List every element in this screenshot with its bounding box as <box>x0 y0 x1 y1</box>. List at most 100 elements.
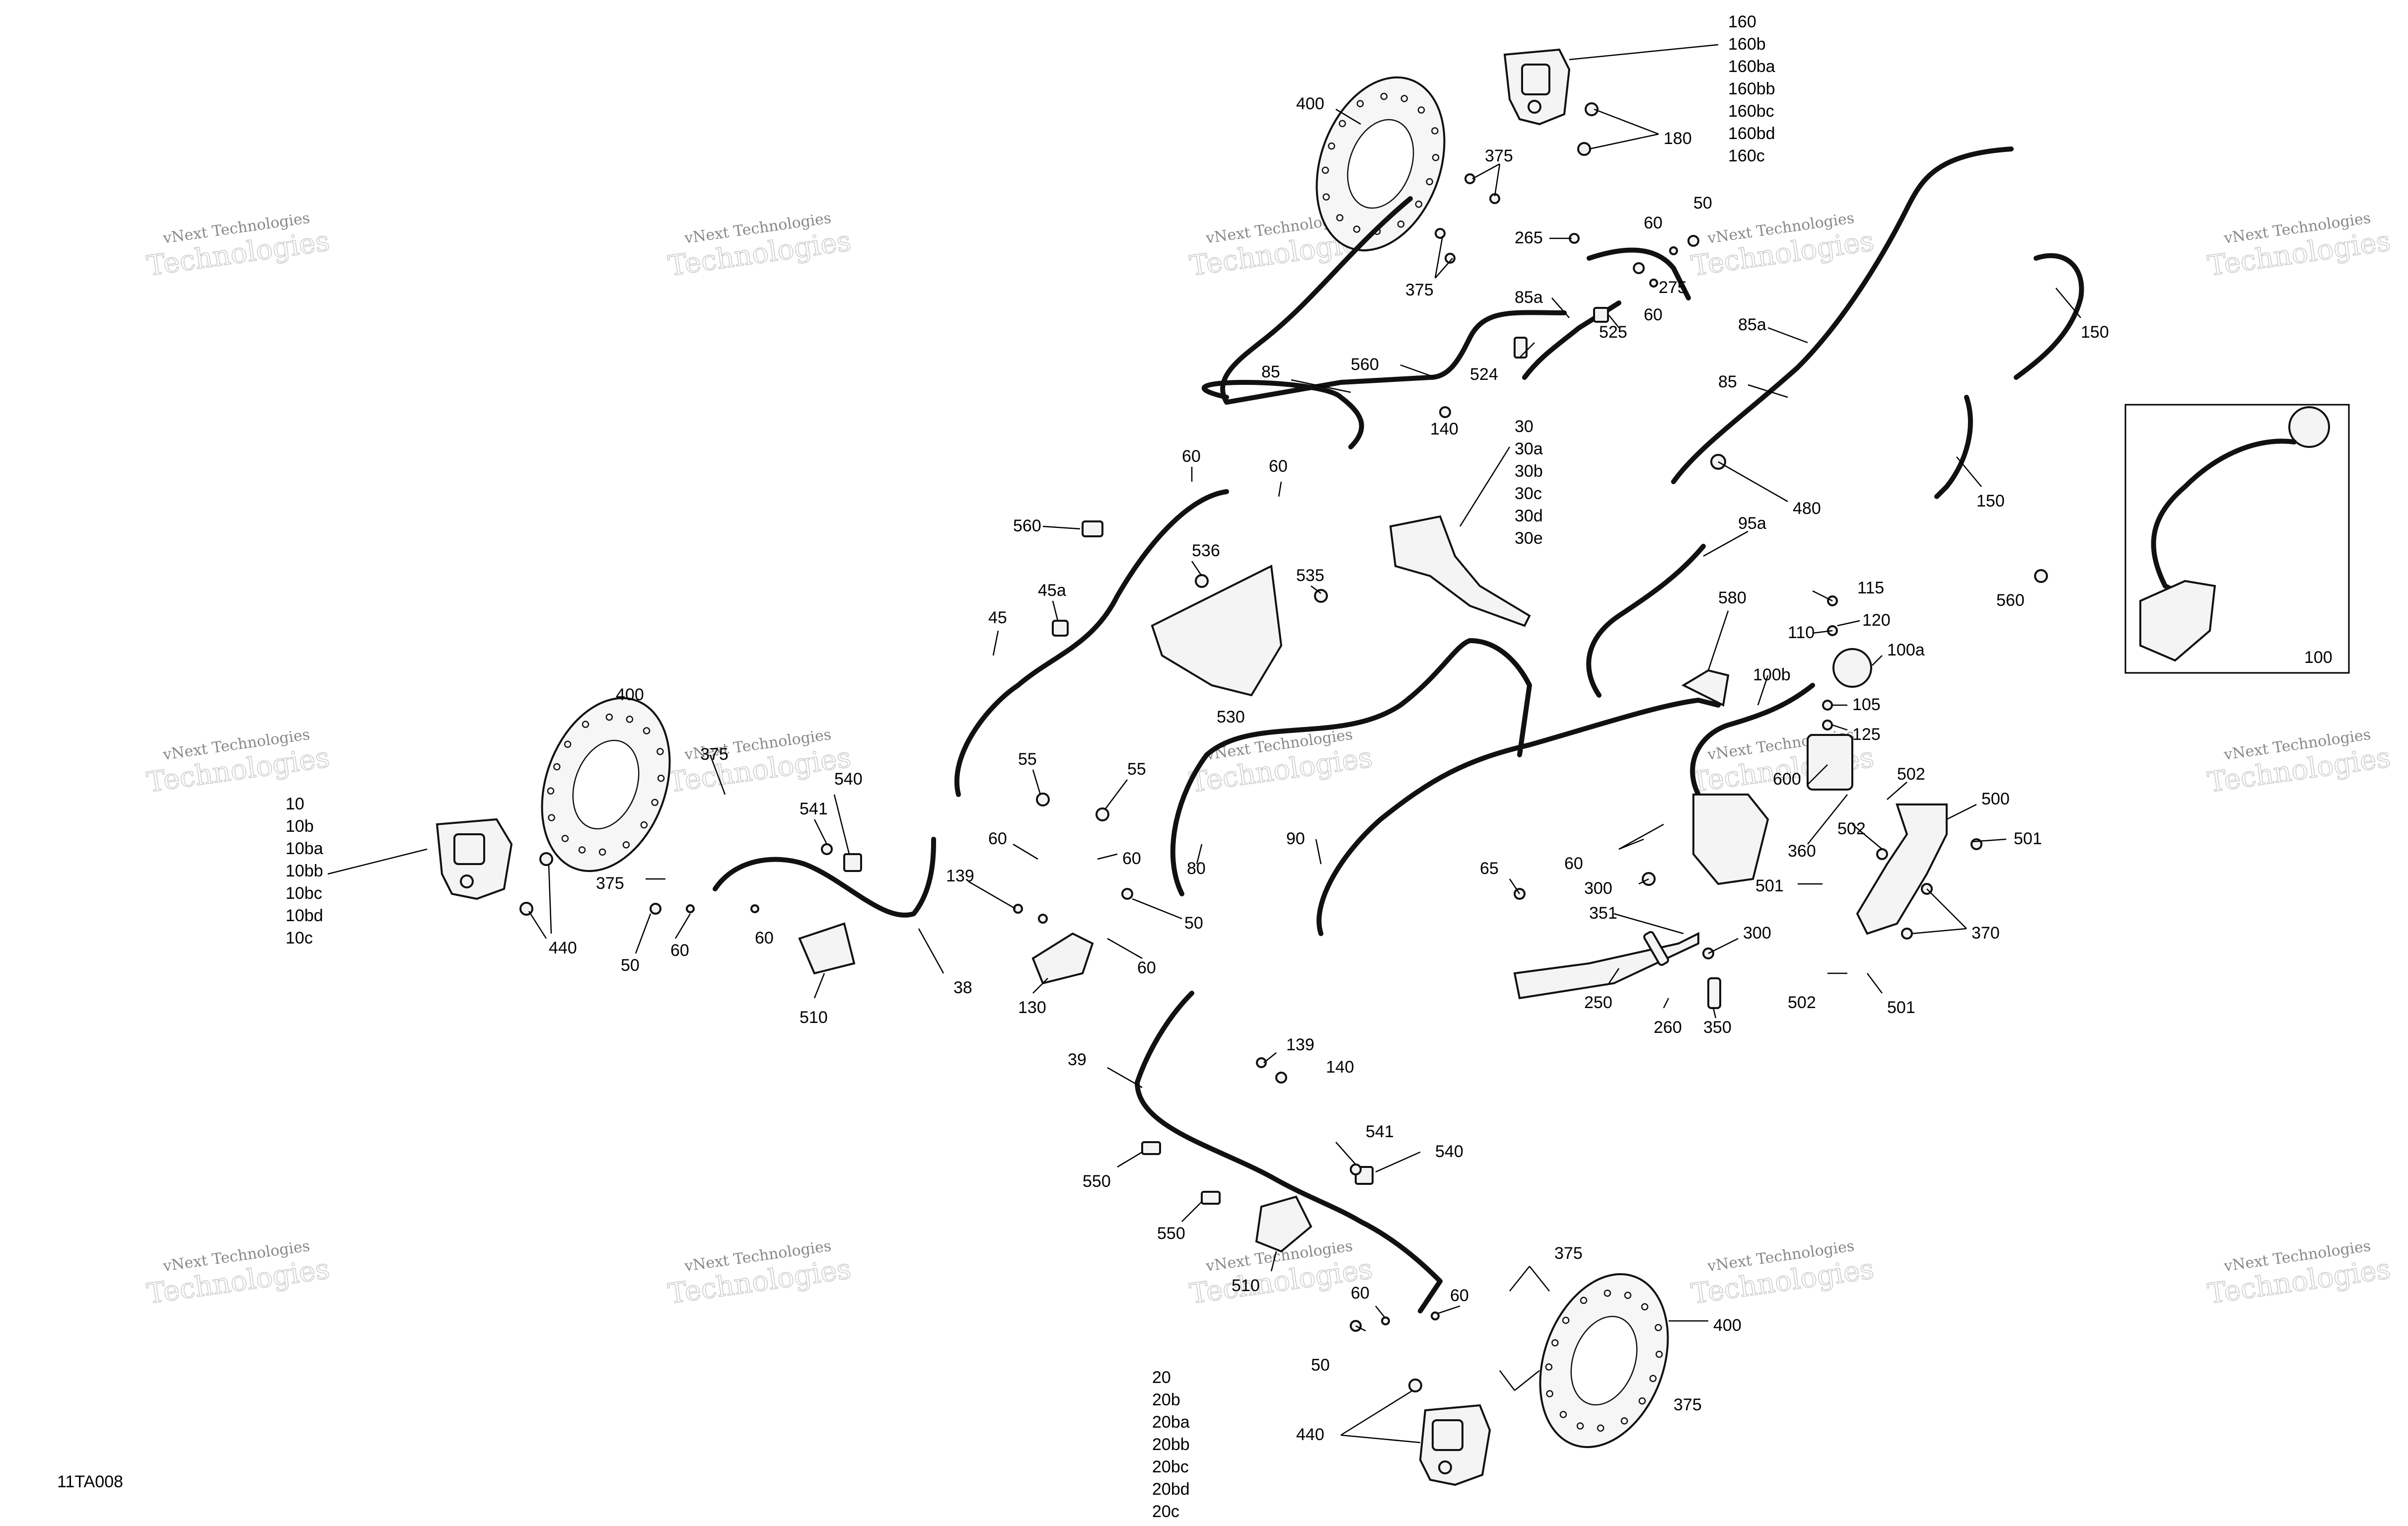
callout-label: 140 <box>1326 1058 1354 1077</box>
washer-60i <box>686 904 695 913</box>
callout-label: 160bc <box>1728 102 1774 121</box>
callout-label: 20b <box>1152 1390 1180 1409</box>
master-cylinder-rear <box>1692 794 1769 885</box>
caliper-front-left[interactable] <box>436 818 513 900</box>
callout-label: 60 <box>988 829 1007 848</box>
callout-label: 375 <box>700 745 729 764</box>
callout-label: 160b <box>1728 35 1766 54</box>
caliper-front-right[interactable] <box>1503 48 1571 126</box>
callout-label: 160bb <box>1728 79 1775 98</box>
clip-550 <box>1141 1141 1161 1155</box>
bolt-139 <box>1013 904 1023 914</box>
callout-label: 85a <box>1515 288 1543 307</box>
bolt-275 <box>1633 262 1645 274</box>
callout-label: 510 <box>1232 1276 1260 1295</box>
callout-label: 260 <box>1654 1018 1682 1037</box>
callout-label: 300 <box>1743 924 1771 943</box>
callout-label: 100a <box>1887 641 1925 659</box>
callout-label: 140 <box>1430 420 1459 438</box>
bolt-55b <box>1095 807 1109 821</box>
fitting-50 <box>1687 235 1699 247</box>
callout-label: 80 <box>1187 859 1206 878</box>
callout-label: 20ba <box>1152 1413 1190 1432</box>
callout-label: 560 <box>1351 355 1379 374</box>
callout-label: 110 <box>1788 623 1815 642</box>
callout-label: 375 <box>1405 281 1434 299</box>
washer-60l <box>1431 1311 1440 1320</box>
leaders <box>327 44 2081 1444</box>
part-labels: 160 160b 160ba 160bb 160bc 160bd 160c 40… <box>57 12 2333 1521</box>
hose-100b <box>1690 683 1815 797</box>
hose-85-right <box>1671 146 2014 484</box>
callout-label: 125 <box>1852 725 1881 744</box>
callout-label: 60 <box>1644 305 1663 324</box>
callout-label: 275 <box>1659 278 1687 297</box>
bolt-180b <box>1577 142 1591 156</box>
clip-560 <box>2034 569 2048 583</box>
bolt-139c <box>1038 914 1048 924</box>
bolt-502 <box>1876 848 1888 860</box>
bolt-180 <box>1585 102 1599 116</box>
pin-350 <box>1707 977 1721 1009</box>
clip-45a <box>1052 620 1069 637</box>
callout-label: 351 <box>1589 904 1617 923</box>
hose-39 <box>1135 991 1443 1313</box>
bolt-55 <box>1036 793 1050 806</box>
callout-label: 60 <box>1137 958 1156 977</box>
bolt-440a <box>539 852 553 866</box>
brake-disc-rear[interactable] <box>1518 1256 1691 1465</box>
callout-label: 45 <box>988 608 1007 627</box>
callout-label: 180 <box>1664 129 1692 148</box>
clip-541 <box>821 843 833 855</box>
brake-disc-front-right[interactable] <box>1294 60 1467 268</box>
callout-label: 30b <box>1515 462 1543 481</box>
callout-label: 160ba <box>1728 57 1775 76</box>
bolt-440 <box>1408 1379 1422 1392</box>
callout-label: 10bc <box>286 884 322 903</box>
callout-label: 550 <box>1083 1172 1111 1191</box>
callout-label: 60 <box>1351 1284 1370 1303</box>
callout-label: 100b <box>1753 665 1791 684</box>
master-cylinder-30 <box>1389 515 1531 627</box>
spring-260 <box>1643 931 1669 966</box>
clamp-105 <box>1822 700 1833 711</box>
hose-85-upper <box>1220 196 1413 405</box>
hose-80 <box>1170 638 1532 896</box>
clip-560c <box>1082 520 1103 537</box>
small-parts <box>519 102 2048 1392</box>
callout-label: 30a <box>1515 439 1543 458</box>
callout-label: 375 <box>596 874 624 893</box>
callout-label: 536 <box>1192 541 1220 560</box>
washer-60k <box>1381 1316 1390 1325</box>
sensor-150-lower <box>1934 395 1973 499</box>
hose-95a <box>1586 544 1706 698</box>
callout-label: 30e <box>1515 529 1543 548</box>
washer-60j <box>750 904 759 913</box>
sensor-150-upper <box>2014 253 2084 380</box>
callout-label: 85a <box>1738 315 1766 334</box>
callout-label: 150 <box>1976 492 2005 510</box>
callout-label: 524 <box>1470 365 1498 384</box>
callout-label: 60 <box>670 941 689 960</box>
callout-label: 500 <box>1981 790 2010 808</box>
callout-label: 95a <box>1738 514 1766 533</box>
hose-38 <box>713 837 936 918</box>
callout-label: 85 <box>1718 372 1737 391</box>
callout-label: 100 <box>2304 648 2333 667</box>
callout-label: 90 <box>1286 829 1305 848</box>
callout-label: 250 <box>1584 993 1612 1012</box>
callout-label: 502 <box>1897 765 1925 784</box>
callout-label: 60 <box>1644 214 1663 232</box>
callout-label: 139 <box>946 867 974 885</box>
brake-lines <box>713 146 2084 1313</box>
callout-label: 10ba <box>286 839 323 858</box>
pedal-250 <box>1513 932 1699 1000</box>
brake-disc-front-left[interactable] <box>519 680 693 889</box>
reservoir-100a <box>1832 648 1872 688</box>
callout-label: 501 <box>2014 829 2042 848</box>
callout-label: 20 <box>1152 1368 1171 1387</box>
caliper-rear[interactable] <box>1419 1404 1491 1486</box>
callout-label: 360 <box>1788 842 1816 861</box>
inset-100[interactable] <box>2124 404 2350 674</box>
